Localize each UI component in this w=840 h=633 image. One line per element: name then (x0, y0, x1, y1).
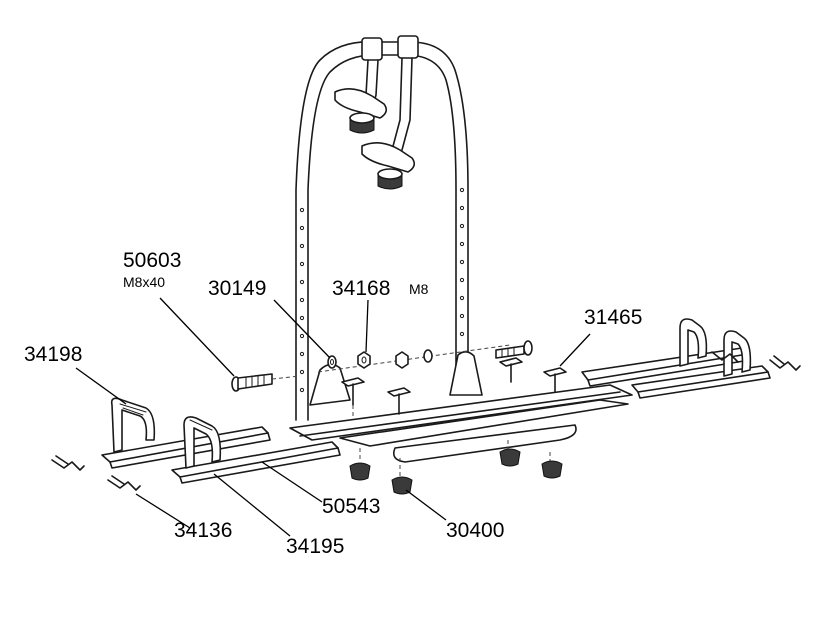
label-50603-spec: M8x40 (123, 274, 165, 290)
label-34168-spec: M8 (409, 281, 429, 297)
bolt-right (495, 340, 533, 359)
right-wheel-rail-front (631, 330, 771, 399)
base-bracket (289, 350, 633, 463)
frame-holes (299, 187, 465, 393)
label-34136: 34136 (174, 519, 232, 542)
label-34198: 34198 (24, 343, 82, 366)
assembly-axis-line (271, 344, 511, 380)
label-30149: 30149 (208, 277, 266, 300)
label-30400: 30400 (446, 519, 504, 542)
t-bolts-31465 (341, 357, 567, 418)
label-31465: 31465 (584, 306, 642, 329)
clip-parts (51, 351, 801, 491)
upright-frame (295, 41, 469, 421)
leader-lines (75, 297, 591, 537)
nut-34168 (357, 349, 433, 369)
label-50543: 50543 (322, 495, 380, 518)
left-wheel-rail-front (171, 416, 341, 484)
label-34195: 34195 (286, 535, 344, 558)
label-34168: 34168 (332, 277, 390, 300)
bolt-50603 (231, 373, 273, 392)
washer-30149 (327, 355, 337, 369)
frame-clamp-arms (334, 35, 419, 190)
label-50603: 50603 (123, 249, 181, 272)
knobs-30400 (349, 440, 563, 495)
part-labels: 50603 M8x40 30149 34168 M8 31465 34198 5… (24, 249, 642, 558)
